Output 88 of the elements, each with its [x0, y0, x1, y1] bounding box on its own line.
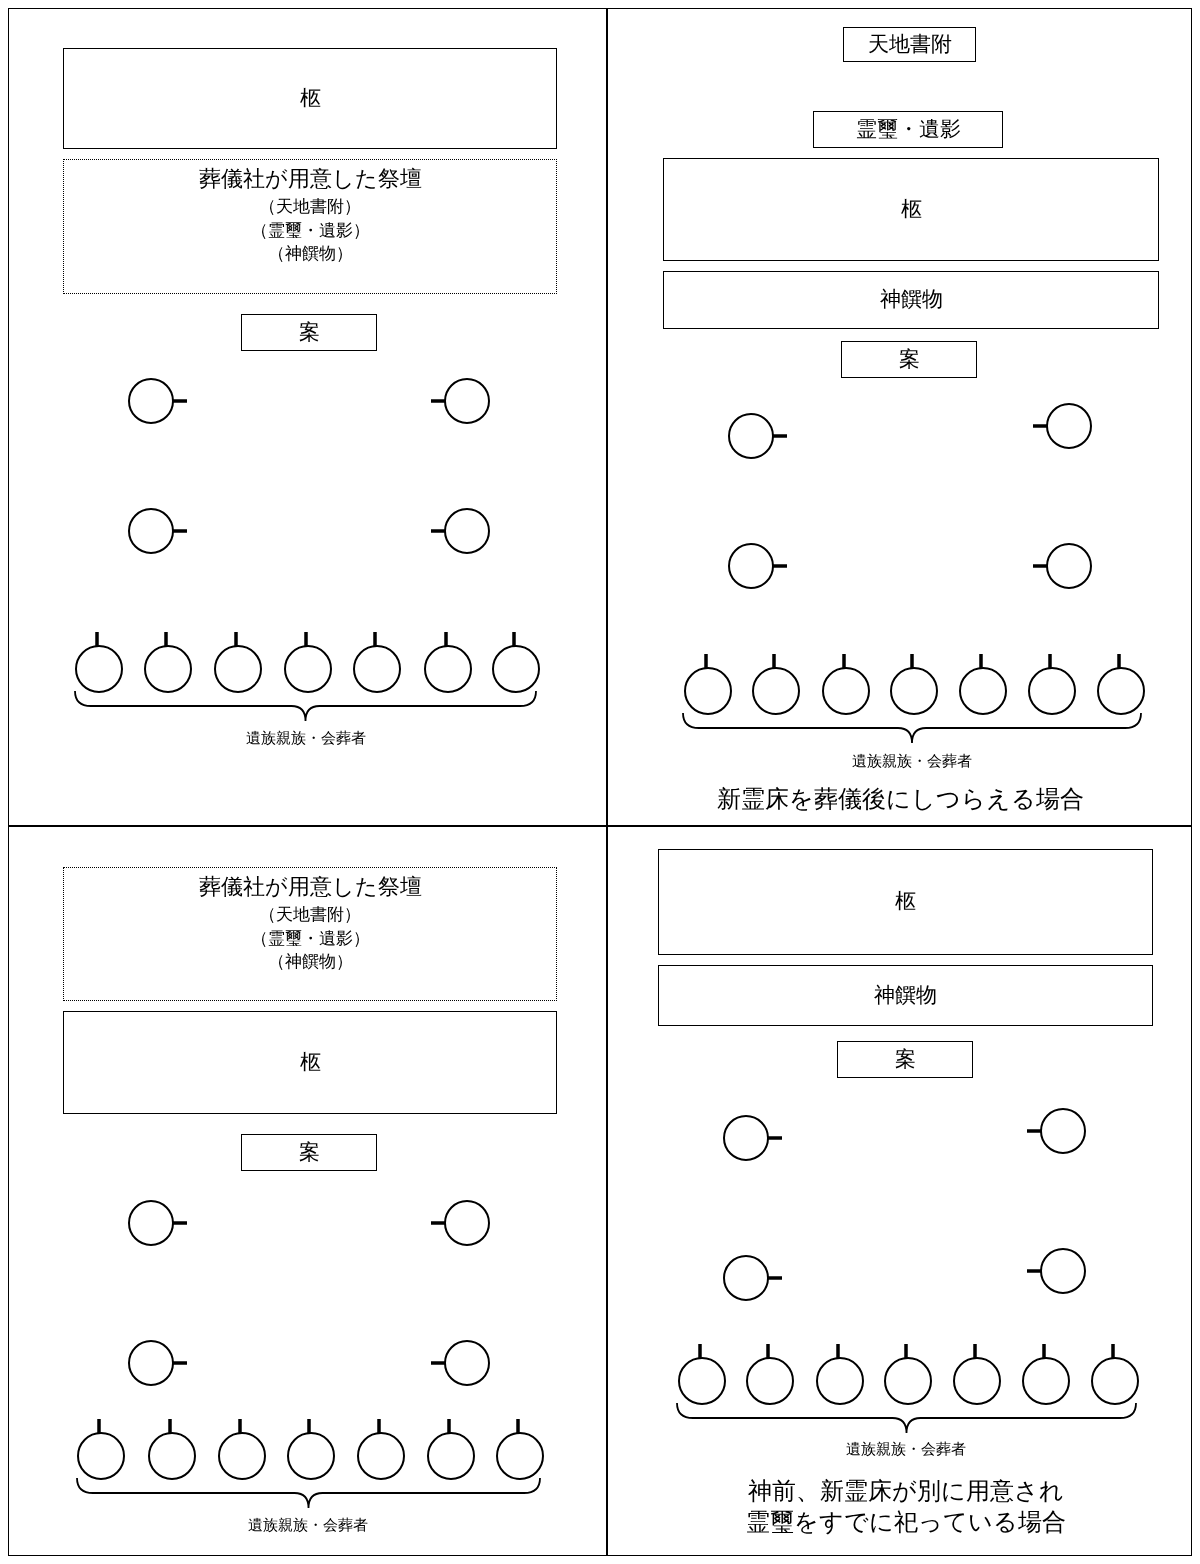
seated-person-marker — [678, 1344, 726, 1406]
panel — [607, 826, 1192, 1556]
box-label: 葬儀社が用意した祭壇 — [198, 165, 422, 193]
seated-person-marker — [728, 413, 788, 459]
label-box — [658, 965, 1153, 1026]
seated-person-marker — [1022, 1344, 1070, 1406]
box-label: 神饌物 — [874, 982, 937, 1009]
box-sublabel: （神饌物） — [267, 242, 353, 266]
box-label: 案 — [898, 346, 920, 373]
seated-person-marker — [822, 654, 870, 716]
group-label: 遺族親族・会葬者 — [846, 1440, 966, 1460]
caption: 神前、新霊床が別に用意され霊璽をすでに祀っている場合 — [746, 1476, 1066, 1539]
box-label: 案 — [894, 1046, 916, 1073]
seated-person-marker — [1032, 543, 1092, 589]
box-label: 案 — [298, 319, 320, 346]
seated-person-marker — [684, 654, 732, 716]
box-label: 柩 — [299, 1049, 321, 1076]
box-label: 柩 — [895, 889, 916, 915]
box-sublabel: （天地書附） — [259, 194, 361, 218]
seated-person-marker — [492, 632, 540, 694]
label-box — [813, 111, 1003, 148]
group-label: 遺族親族・会葬者 — [852, 752, 972, 772]
seated-person-marker — [1026, 1108, 1086, 1154]
box-sublabel: （霊璽・遺影） — [250, 218, 370, 242]
label-box — [241, 1134, 377, 1171]
seated-person-marker — [752, 654, 800, 716]
seated-person-marker — [353, 632, 401, 694]
seated-person-marker — [144, 632, 192, 694]
seated-person-marker — [430, 508, 490, 554]
box-label: 柩 — [900, 196, 922, 223]
dotted-altar-box — [63, 159, 557, 294]
panel — [607, 8, 1192, 826]
label-box — [663, 271, 1159, 329]
panel — [8, 826, 607, 1556]
seated-person-marker — [884, 1344, 932, 1406]
seated-person-marker — [128, 1200, 188, 1246]
seated-person-marker — [284, 632, 332, 694]
label-box — [663, 158, 1159, 261]
label-box — [837, 1041, 973, 1078]
seated-person-marker — [953, 1344, 1001, 1406]
seated-person-marker — [816, 1344, 864, 1406]
seated-person-marker — [357, 1419, 405, 1481]
label-box — [658, 849, 1153, 955]
seated-person-marker — [1032, 403, 1092, 449]
dotted-altar-box — [63, 867, 557, 1001]
label-box — [841, 341, 977, 378]
box-label: 霊璽・遺影 — [855, 116, 961, 143]
seated-person-marker — [128, 378, 188, 424]
seated-person-marker — [287, 1419, 335, 1481]
seated-person-marker — [148, 1419, 196, 1481]
seated-person-marker — [1091, 1344, 1139, 1406]
label-box — [241, 314, 377, 351]
seated-person-marker — [75, 632, 123, 694]
seated-person-marker — [427, 1419, 475, 1481]
caption: 新霊床を葬儀後にしつらえる場合 — [716, 784, 1084, 815]
seated-person-marker — [1097, 654, 1145, 716]
box-label: 葬儀社が用意した祭壇 — [198, 873, 422, 901]
seated-person-marker — [424, 632, 472, 694]
seated-person-marker — [128, 508, 188, 554]
box-sublabel: （天地書附） — [259, 902, 361, 926]
label-box — [63, 1011, 557, 1114]
group-label: 遺族親族・会葬者 — [246, 729, 366, 749]
seated-person-marker — [430, 1200, 490, 1246]
panel — [8, 8, 607, 826]
seated-person-marker — [723, 1255, 783, 1301]
seated-person-marker — [1026, 1248, 1086, 1294]
box-sublabel: （霊璽・遺影） — [250, 926, 370, 950]
seated-person-marker — [128, 1340, 188, 1386]
seated-person-marker — [959, 654, 1007, 716]
box-label: 柩 — [299, 85, 321, 112]
box-label: 案 — [298, 1139, 320, 1166]
seated-person-marker — [746, 1344, 794, 1406]
seated-person-marker — [728, 543, 788, 589]
seated-person-marker — [218, 1419, 266, 1481]
seated-person-marker — [214, 632, 262, 694]
box-label: 天地書附 — [867, 31, 952, 58]
label-box — [843, 27, 976, 62]
box-label: 神饌物 — [879, 287, 943, 313]
label-box — [63, 48, 557, 149]
group-label: 遺族親族・会葬者 — [248, 1516, 368, 1536]
seated-person-marker — [890, 654, 938, 716]
seated-person-marker — [77, 1419, 125, 1481]
seated-person-marker — [430, 378, 490, 424]
seated-person-marker — [496, 1419, 544, 1481]
seated-person-marker — [1028, 654, 1076, 716]
seated-person-marker — [430, 1340, 490, 1386]
box-sublabel: （神饌物） — [267, 950, 353, 974]
seated-person-marker — [723, 1115, 783, 1161]
